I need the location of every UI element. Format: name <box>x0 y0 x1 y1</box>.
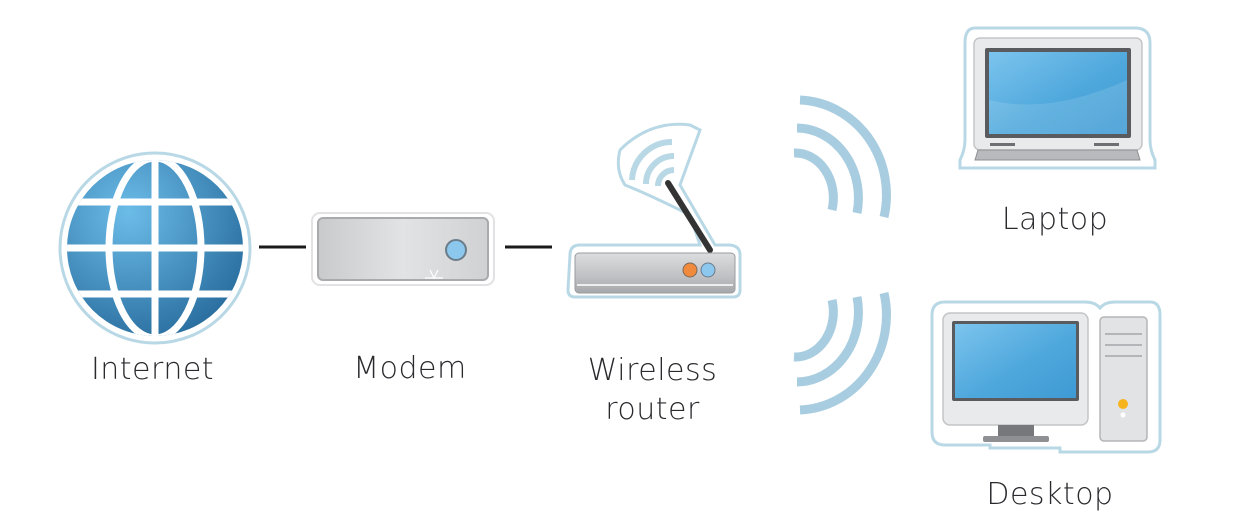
wireless-signal-waves-lower <box>793 292 891 415</box>
label-laptop: Laptop <box>1001 202 1109 237</box>
laptop-icon <box>958 26 1157 170</box>
desktop-computer-icon <box>930 300 1162 454</box>
wireless-signal-waves-upper <box>793 95 891 218</box>
wireless-router-icon <box>566 122 742 299</box>
label-internet: Internet <box>90 352 215 387</box>
label-modem: Modem <box>353 351 467 386</box>
label-wireless-router-line2: router <box>605 392 700 427</box>
globe-icon <box>58 151 252 345</box>
modem-icon <box>311 212 495 286</box>
label-desktop: Desktop <box>986 477 1114 512</box>
label-wireless-router-line1: Wireless <box>587 353 718 388</box>
